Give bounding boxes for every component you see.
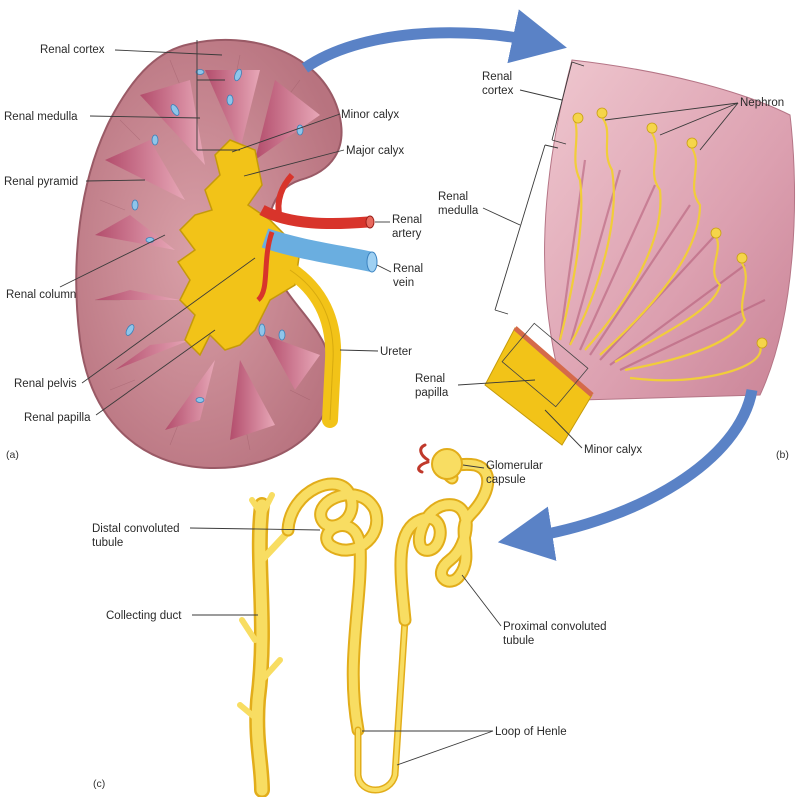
renal-pelvis-shape [176, 139, 301, 357]
label-loop-of-henle: Loop of Henle [495, 726, 567, 738]
panel-label-b: (b) [776, 449, 789, 461]
glomerular-capsule-shape [431, 448, 463, 480]
panel-label-c: (c) [93, 778, 105, 790]
nephron-detail [237, 443, 495, 797]
panel-a-labels: Renal cortex Renal medulla Renal pyramid… [4, 44, 423, 461]
medulla-bracket-b [494, 144, 559, 315]
label-collecting-duct: Collecting duct [106, 610, 182, 622]
renal-lobe-wedge [484, 59, 796, 446]
label-b-renal-medulla-2: medulla [438, 205, 479, 217]
kidney-section [75, 38, 378, 470]
label-renal-vein-2: vein [393, 277, 414, 289]
cortex-bracket-b [551, 61, 585, 145]
label-ureter: Ureter [380, 346, 412, 358]
label-renal-medulla: Renal medulla [4, 111, 78, 123]
label-proximal-tubule-2: tubule [503, 635, 534, 647]
distal-tubule [281, 477, 384, 737]
label-b-minor-calyx: Minor calyx [584, 444, 642, 456]
label-renal-artery-1: Renal [392, 214, 422, 226]
panel-c-labels: Glomerular capsule Distal convoluted tub… [92, 460, 607, 790]
label-renal-vein-1: Renal [393, 263, 423, 275]
wedge-striations [558, 159, 766, 371]
label-nephron: Nephron [740, 97, 784, 109]
renal-artery [259, 205, 369, 230]
label-renal-cortex: Renal cortex [40, 44, 105, 56]
label-b-renal-cortex-1: Renal [482, 71, 512, 83]
collecting-duct [237, 492, 294, 797]
label-b-renal-cortex-2: cortex [482, 85, 514, 97]
label-renal-papilla: Renal papilla [24, 412, 91, 424]
label-renal-artery-2: artery [392, 228, 422, 240]
label-distal-tubule-2: tubule [92, 537, 123, 549]
label-distal-tubule-1: Distal convoluted [92, 523, 180, 535]
arrow-a-to-b [301, 9, 567, 73]
panel-b-labels: Renal cortex Renal medulla Nephron Renal… [415, 71, 789, 461]
wedge-nephrons [558, 114, 762, 382]
label-major-calyx: Major calyx [346, 145, 404, 157]
cortex-medulla-bracket [196, 40, 240, 151]
arrow-b-to-c [497, 388, 758, 561]
proximal-tubule [394, 457, 495, 627]
label-renal-pelvis: Renal pelvis [14, 378, 77, 390]
label-b-renal-medulla-1: Renal [438, 191, 468, 203]
label-glomerular-capsule-1: Glomerular [486, 460, 543, 472]
label-renal-column: Renal column [6, 289, 76, 301]
label-glomerular-capsule-2: capsule [486, 474, 526, 486]
label-b-renal-papilla-2: papilla [415, 387, 449, 399]
label-proximal-tubule-1: Proximal convoluted [503, 621, 607, 633]
renal-vein [261, 228, 375, 272]
glomeruli [572, 107, 768, 349]
renal-pyramids [95, 70, 320, 440]
label-b-renal-papilla-1: Renal [415, 373, 445, 385]
wedge-shape [544, 59, 796, 401]
label-minor-calyx: Minor calyx [341, 109, 399, 121]
label-renal-pyramid: Renal pyramid [4, 176, 78, 188]
panel-label-a: (a) [6, 449, 19, 461]
